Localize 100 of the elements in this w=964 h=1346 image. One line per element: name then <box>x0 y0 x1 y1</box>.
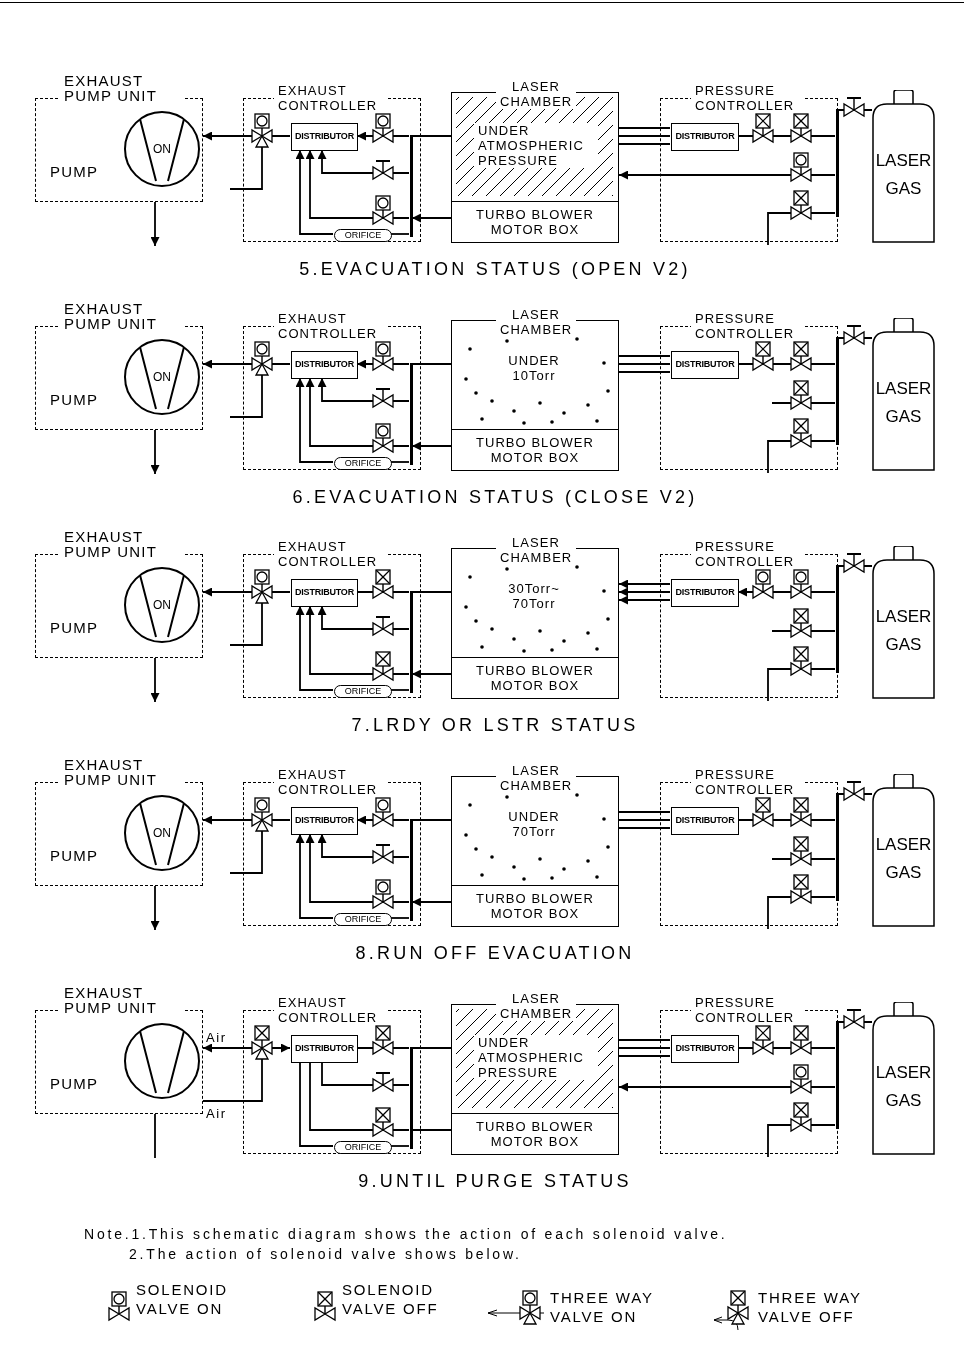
pump-state-label: ON <box>153 141 171 158</box>
pipe-line <box>390 917 410 919</box>
cylinder-label: LASER GAS <box>874 1061 933 1112</box>
controller-heading: PRESSURE CONTROLLER <box>691 767 803 797</box>
orifice-capsule: ORIFICE <box>334 685 392 698</box>
pipe-line <box>618 371 671 373</box>
pipe-line <box>390 1145 410 1147</box>
flow-arrow <box>150 885 160 931</box>
pipe-line <box>618 1047 671 1049</box>
orifice-capsule: ORIFICE <box>334 229 392 242</box>
pipe-line <box>837 109 873 111</box>
pipe-line <box>837 565 873 567</box>
status-caption: 5.EVACUATION STATUS (OPEN V2) <box>298 258 692 281</box>
pipe-line <box>390 461 410 463</box>
distributor-box: DISTRIBUTOR <box>291 579 358 607</box>
pipe-line <box>411 591 452 593</box>
distributor-box: DISTRIBUTOR <box>671 807 739 835</box>
pipe-line <box>618 127 671 129</box>
pipe-line <box>154 1113 156 1159</box>
status-caption: 6.EVACUATION STATUS (CLOSE V2) <box>291 486 699 509</box>
flow-arrow <box>295 605 334 691</box>
pipe-line <box>771 858 836 860</box>
flow-arrow <box>305 149 410 219</box>
unit-label: PUMP <box>50 846 99 866</box>
pipe-junction-bar <box>410 591 413 693</box>
pipe-line <box>618 827 671 829</box>
pipe-line <box>618 1055 671 1057</box>
pipe-line <box>390 233 410 235</box>
flow-arrow <box>295 833 334 919</box>
flow-arrow <box>317 149 410 174</box>
controller-heading: EXHAUST CONTROLLER <box>274 83 386 113</box>
pipe-line <box>618 1039 671 1041</box>
chamber-heading: LASER CHAMBER <box>496 991 576 1021</box>
pipe-line <box>767 212 836 246</box>
controller-heading: EXHAUST CONTROLLER <box>274 995 386 1025</box>
distributor-box: DISTRIBUTOR <box>291 1035 358 1063</box>
pipe-line <box>618 363 671 365</box>
controller-heading: PRESSURE CONTROLLER <box>691 311 803 341</box>
flow-arrow <box>150 429 160 475</box>
unit-label: PUMP <box>50 390 99 410</box>
flow-arrow <box>618 170 836 180</box>
controller-heading: PRESSURE CONTROLLER <box>691 539 803 569</box>
flow-arrow <box>305 833 410 903</box>
pipe-line <box>767 896 836 930</box>
cylinder-label: LASER GAS <box>874 605 933 656</box>
pipe-junction-bar <box>410 1047 413 1149</box>
controller-heading: EXHAUST CONTROLLER <box>274 311 386 341</box>
note-text: Note.1.This schematic diagram shows the action of each solenoid valve. <box>84 1225 729 1244</box>
chamber-heading: LASER CHAMBER <box>496 79 576 109</box>
cylinder-label: LASER GAS <box>874 149 933 200</box>
gas-cylinder <box>872 546 935 699</box>
legend-text: THREE WAY VALVE ON <box>550 1288 655 1326</box>
pipe-line <box>411 363 452 365</box>
pipe-line <box>618 819 671 821</box>
orifice-capsule: ORIFICE <box>334 457 392 470</box>
flow-arrow <box>411 669 452 679</box>
pipe-junction-bar <box>836 793 839 901</box>
pipe-line <box>737 363 836 365</box>
flow-arrow <box>295 149 334 235</box>
flow-arrow <box>411 897 452 907</box>
status-caption: 8.RUN OFF EVACUATION <box>354 942 636 965</box>
note-text: 2.The action of solenoid valve shows below. <box>129 1245 523 1264</box>
pipe-junction-bar <box>836 337 839 445</box>
flow-arrow <box>618 579 671 589</box>
unit-heading: EXHAUST PUMP UNIT <box>60 757 184 787</box>
distributor-box: DISTRIBUTOR <box>291 807 358 835</box>
pipe-line <box>837 337 873 339</box>
motor-box: TURBO BLOWER MOTOR BOX <box>451 201 619 243</box>
pipe-line <box>618 135 671 137</box>
status-caption: 7.LRDY OR LSTR STATUS <box>350 714 640 737</box>
flow-arrow <box>305 377 410 447</box>
orifice-capsule: ORIFICE <box>334 1141 392 1154</box>
chamber-heading: LASER CHAMBER <box>496 307 576 337</box>
flow-arrow <box>317 377 410 402</box>
pump-state-label: ON <box>153 597 171 614</box>
unit-label: PUMP <box>50 162 99 182</box>
controller-heading: EXHAUST CONTROLLER <box>274 539 386 569</box>
controller-heading: PRESSURE CONTROLLER <box>691 995 803 1025</box>
legend-text: SOLENOID VALVE ON <box>136 1280 229 1318</box>
legend-text: SOLENOID VALVE OFF <box>342 1280 440 1318</box>
pipe-junction-bar <box>836 109 839 217</box>
pipe-line <box>411 1047 452 1049</box>
gas-cylinder <box>872 1002 935 1155</box>
gas-cylinder <box>872 90 935 243</box>
pipe-line <box>356 591 410 593</box>
pipe-line <box>618 811 671 813</box>
pump-state-label: ON <box>153 825 171 842</box>
motor-box: TURBO BLOWER MOTOR BOX <box>451 429 619 471</box>
status-caption: 9.UNTIL PURGE STATUS <box>357 1170 633 1193</box>
flow-arrow <box>411 441 452 451</box>
flow-arrow <box>356 131 410 141</box>
pipe-junction-bar <box>410 819 413 921</box>
pipe-line <box>618 143 671 145</box>
pipe-line <box>737 1047 836 1049</box>
pipe-line <box>837 793 873 795</box>
flow-arrow <box>305 605 410 675</box>
gas-cylinder <box>872 774 935 927</box>
distributor-box: DISTRIBUTOR <box>671 579 739 607</box>
orifice-capsule: ORIFICE <box>334 913 392 926</box>
flow-arrow <box>356 815 410 825</box>
